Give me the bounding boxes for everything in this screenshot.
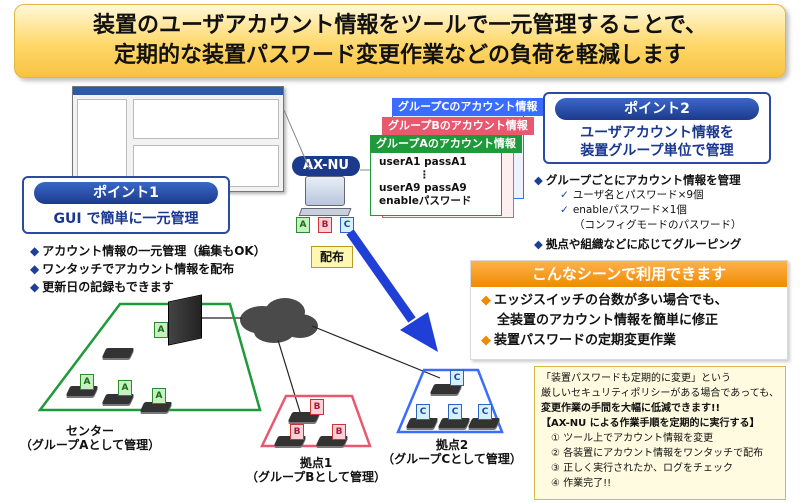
core-switch-icon [168,294,202,346]
point2-bullets: ◆グループごとにアカウント情報を管理 ✓ユーザ名とパスワード×9個 ✓enabl… [534,172,741,252]
list-item: 全装置のアカウント情報を簡単に修正 [497,313,719,328]
account-line: userA1 passA1 [379,156,467,168]
list-item: ◆ワンタッチでアカウント情報を配布 [30,262,235,276]
chip-c: C [478,404,492,420]
point1-body: GUI で簡単に一元管理 [53,211,199,227]
list-item: ◆拠点や組織などに応じてグルーピング [534,237,742,251]
group-a-card: グループAのアカウント情報 userA1 passA1 ⋮ userA9 pas… [370,135,522,216]
chip-b: B [290,424,304,440]
point1-bullets: ◆アカウント情報の一元管理（編集もOK） ◆ワンタッチでアカウント情報を配布 ◆… [30,242,266,296]
chip-c: C [448,404,462,420]
distribute-label: 配布 [311,246,353,268]
chip-a: A [296,217,310,233]
chip-a: A [118,380,132,396]
point2-box: ポイント2 ユーザアカウント情報を 装置グループ単位で管理 [543,92,771,164]
axnu-server-icon [305,176,345,206]
point2-head: ポイント2 [555,98,759,120]
chip-c: C [340,217,354,233]
note-step: ④ 作業完了!! [551,478,612,489]
point1-box: ポイント1 GUI で簡単に一元管理 [22,176,230,234]
point1-head: ポイント1 [34,182,218,204]
axnu-keyboard-icon [298,208,352,216]
edge-switch-icon [101,348,135,358]
point2-body-1: ユーザアカウント情報を [580,125,734,141]
title-line-2: 定期的な装置パスワード変更作業などの負荷を軽減します [113,43,686,68]
tool-screenshot [72,86,284,192]
title-banner: 装置のユーザアカウント情報をツールで一元管理することで、 定期的な装置パスワード… [14,4,786,78]
note-step: ① ツール上でアカウント情報を変更 [551,433,714,444]
list-item: ◆アカウント情報の一元管理（編集もOK） [30,244,266,258]
group-b-label: グループBのアカウント情報 [382,117,534,135]
chip-a: A [152,388,166,404]
distribute-arrow-shaft [346,229,416,323]
distribute-arrow-head [400,312,438,352]
list-item: ◆装置パスワードの定期変更作業 [481,333,677,348]
site2-label: 拠点2 （グループCとして管理） [382,438,522,466]
usage-scene-head: こんなシーンで利用できます [471,261,787,287]
chip-c: C [416,404,430,420]
list-item: ◆更新日の記録もできます [30,280,174,294]
list-item: ◆グループごとにアカウント情報を管理 [534,173,741,187]
list-item: ◆エッジスイッチの台数が多い場合でも、 [481,293,728,308]
note-line: 「装置パスワードも定期的に変更」という [541,373,731,384]
chip-c: C [450,370,464,386]
procedure-note: 「装置パスワードも定期的に変更」という 厳しいセキュリティポリシーがある場合であ… [534,366,786,500]
network-cloud-icon [240,298,318,343]
chip-a: A [80,374,94,390]
list-item: （コンフィグモードのパスワード） [574,219,742,231]
site1-label: 拠点1 （グループBとして管理） [245,456,387,484]
note-line: 【AX-NU による作業手順を定期的に実行する】 [541,418,760,429]
chip-b: B [332,424,346,440]
note-line: 変更作業の手間を大幅に低減できます!! [541,403,721,414]
chip-b: B [318,217,332,233]
title-line-1: 装置のユーザアカウント情報をツールで一元管理することで、 [92,13,708,38]
note-line: 厳しいセキュリティポリシーがある場合であっても、 [541,388,779,399]
usage-scene-box: こんなシーンで利用できます ◆エッジスイッチの台数が多い場合でも、 全装置のアカ… [470,260,788,360]
note-step: ③ 正しく実行されたか、ログをチェック [551,463,733,474]
account-line: userA9 passA9 [379,182,467,194]
center-label: センター （グループAとして管理） [19,424,161,452]
note-step: ② 各装置にアカウント情報をワンタッチで配布 [551,448,764,459]
account-line: enableパスワード [379,195,472,207]
account-line: ⋮ [419,169,430,181]
chip-a: A [154,322,168,338]
list-item: ✓enableパスワード×1個 [560,204,687,216]
axnu-label: AX-NU [292,156,360,176]
list-item: ✓ユーザ名とパスワード×9個 [560,189,704,201]
network-links [200,317,441,413]
chip-b: B [310,399,324,415]
point2-body-2: 装置グループ単位で管理 [580,143,734,159]
group-a-label: グループAのアカウント情報 [370,135,522,153]
group-c-label: グループCのアカウント情報 [392,98,544,116]
